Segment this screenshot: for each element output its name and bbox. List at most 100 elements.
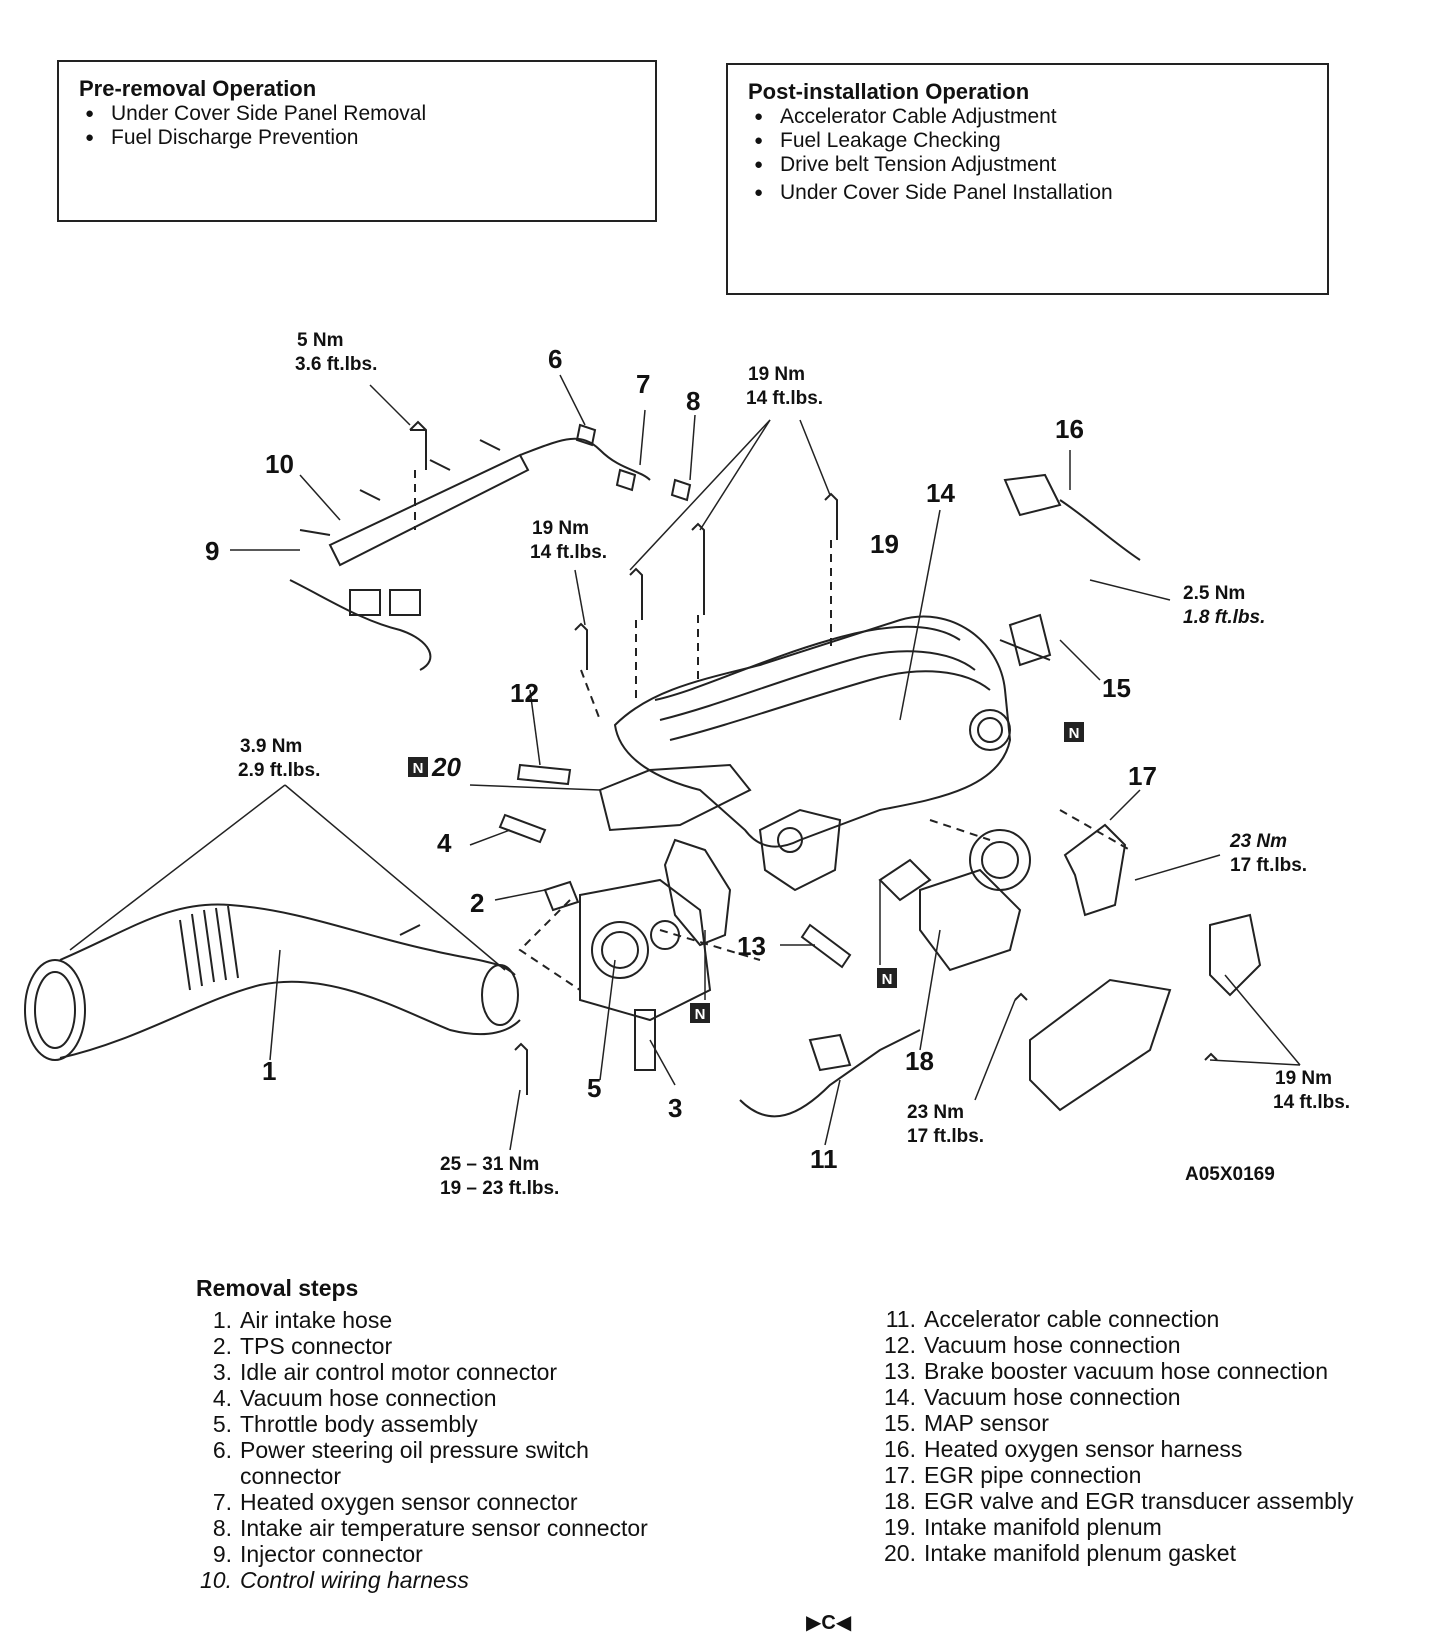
step-text: EGR valve and EGR transducer assembly — [924, 1488, 1354, 1514]
removal-step: 15.MAP sensor — [880, 1410, 1360, 1436]
torque-nm: 19 Nm — [532, 518, 589, 539]
step-number: 2. — [212, 1333, 232, 1359]
part-number-3: 3 — [668, 1093, 682, 1123]
step-number: 16. — [884, 1436, 916, 1462]
removal-step: 14.Vacuum hose connection — [880, 1384, 1360, 1410]
step-text: Throttle body assembly — [240, 1411, 478, 1437]
post-installation-item: Drive belt Tension Adjustment — [748, 153, 1307, 177]
diagram-artwork — [24, 374, 1301, 1151]
removal-step: 13. Brake booster vacuum hose connection — [880, 1358, 1360, 1384]
accelerator-cable-drawing — [739, 1029, 921, 1118]
egr-valve-drawing — [878, 829, 1031, 972]
step-text: Vacuum hose connection — [924, 1332, 1181, 1358]
torque-nm: 5 Nm — [297, 330, 343, 351]
new-part-mark: N — [695, 1006, 706, 1023]
removal-step: 5. Throttle body assembly — [196, 1411, 676, 1437]
part-number-19: 19 — [870, 529, 899, 559]
removal-step: 4. Vacuum hose connection — [196, 1385, 676, 1411]
bolts-drawing — [409, 420, 1218, 1095]
step-number: 12. — [884, 1332, 916, 1358]
step-number: 13. — [884, 1358, 916, 1384]
torque-ftlbs: 19 – 23 ft.lbs. — [440, 1178, 559, 1199]
figure-code: A05X0169 — [1185, 1164, 1275, 1185]
removal-step: 10.Control wiring harness — [196, 1567, 676, 1593]
removal-step: 6.Power steering oil pressure switch con… — [196, 1437, 676, 1489]
removal-steps-list-right: 11.Accelerator cable connection 12. Vacuu… — [880, 1306, 1360, 1566]
part-number-17: 17 — [1128, 761, 1157, 791]
step-text: Intake manifold plenum gasket — [924, 1540, 1236, 1566]
pre-removal-item: Under Cover Side Panel Removal — [79, 102, 635, 126]
torque-ftlbs: 1.8 ft.lbs. — [1183, 607, 1265, 628]
step-text: Heated oxygen sensor harness — [924, 1436, 1243, 1462]
throttle-gasket-drawing — [663, 838, 732, 947]
part-callouts: 1 2 3 4 5 6 7 8 9 10 11 12 13 14 15 16 1… — [205, 344, 1157, 1174]
removal-step: 19.Intake manifold plenum — [880, 1514, 1360, 1540]
torque-ftlbs: 17 ft.lbs. — [907, 1126, 984, 1147]
step-text: Intake manifold plenum — [924, 1514, 1162, 1540]
part-number-12: 12 — [510, 678, 539, 708]
step-text: Control wiring harness — [240, 1567, 469, 1593]
step-text: EGR pipe connection — [924, 1462, 1142, 1488]
step-text: Vacuum hose connection — [240, 1385, 497, 1411]
post-installation-title: Post-installation Operation — [748, 79, 1030, 104]
removal-step: 17. EGR pipe connection — [880, 1462, 1360, 1488]
step-number: 5. — [212, 1411, 232, 1437]
part-number-14: 14 — [926, 478, 955, 508]
removal-step: 18. EGR valve and EGR transducer assembly — [880, 1488, 1360, 1514]
torque-ftlbs: 2.9 ft.lbs. — [238, 760, 320, 781]
step-text: Idle air control motor connector — [240, 1359, 558, 1385]
step-number: 6. — [212, 1437, 232, 1463]
part-number-11: 11 — [810, 1144, 838, 1174]
part-number-5: 5 — [587, 1073, 601, 1103]
post-installation-item: Accelerator Cable Adjustment — [748, 105, 1307, 129]
step-number: 4. — [212, 1385, 232, 1411]
step-text: Injector connector — [240, 1541, 423, 1567]
removal-step: 1. Air intake hose — [196, 1307, 676, 1333]
step-number: 17. — [884, 1462, 916, 1488]
alignment-lines — [414, 470, 1131, 991]
new-part-mark: N — [413, 760, 424, 777]
control-harness-drawing — [289, 423, 692, 671]
removal-steps-right: 11.Accelerator cable connection 12. Vacuu… — [880, 1306, 1360, 1566]
removal-step: 11.Accelerator cable connection — [880, 1306, 1360, 1332]
bracket-drawing — [1029, 913, 1262, 1112]
torque-nm: 19 Nm — [748, 364, 805, 385]
removal-steps-list-left: 1. Air intake hose 2. TPS connector 3. Idle… — [196, 1307, 676, 1593]
pre-removal-list: Under Cover Side Panel Removal Fuel Disc… — [79, 102, 635, 150]
removal-step: 8.Intake air temperature sensor connecto… — [196, 1515, 676, 1541]
part-number-9: 9 — [205, 536, 219, 566]
part-number-6: 6 — [548, 344, 562, 374]
step-text: TPS connector — [240, 1333, 393, 1359]
post-installation-item: Fuel Leakage Checking — [748, 129, 1307, 153]
torque-ftlbs: 3.6 ft.lbs. — [295, 354, 377, 375]
torque-nm: 23 Nm — [1229, 831, 1287, 852]
part-number-1: 1 — [262, 1056, 276, 1086]
step-text: Air intake hose — [240, 1307, 393, 1333]
step-text: Brake booster vacuum hose connection — [924, 1358, 1329, 1384]
torque-ftlbs: 14 ft.lbs. — [1273, 1092, 1350, 1113]
iac-connector-drawing — [634, 1009, 656, 1071]
post-installation-item: Under Cover Side Panel Installation — [748, 181, 1307, 205]
removal-steps-left: Removal steps 1.Air intake hose 2.TPS co… — [196, 1275, 676, 1593]
oxygen-sensor-harness-drawing — [1003, 473, 1141, 561]
step-text: Intake air temperature sensor connector — [240, 1515, 648, 1541]
torque-nm: 3.9 Nm — [240, 736, 302, 757]
step-number: 18. — [884, 1488, 916, 1514]
step-number: 15. — [884, 1410, 916, 1436]
step-number: 1. — [212, 1307, 232, 1333]
brake-booster-hose-drawing — [800, 923, 852, 969]
step-text: Heated oxygen sensor connector — [240, 1489, 578, 1515]
torque-nm: 23 Nm — [907, 1102, 964, 1123]
new-part-mark: N — [882, 971, 893, 988]
part-number-4: 4 — [437, 828, 452, 858]
removal-step: 20. Intake manifold plenum gasket — [880, 1540, 1360, 1566]
step-number: 9. — [212, 1541, 232, 1567]
part-number-8: 8 — [686, 386, 700, 416]
step-number: 20. — [884, 1540, 916, 1566]
step-number: 3. — [212, 1359, 232, 1385]
removal-step: 7.Heated oxygen sensor connector — [196, 1489, 676, 1515]
intake-plenum-drawing — [613, 615, 1012, 892]
removal-step: 3. Idle air control motor connector — [196, 1359, 676, 1385]
pre-removal-box: Pre-removal Operation Under Cover Side P… — [57, 60, 657, 222]
plenum-gasket-drawing — [598, 763, 752, 832]
